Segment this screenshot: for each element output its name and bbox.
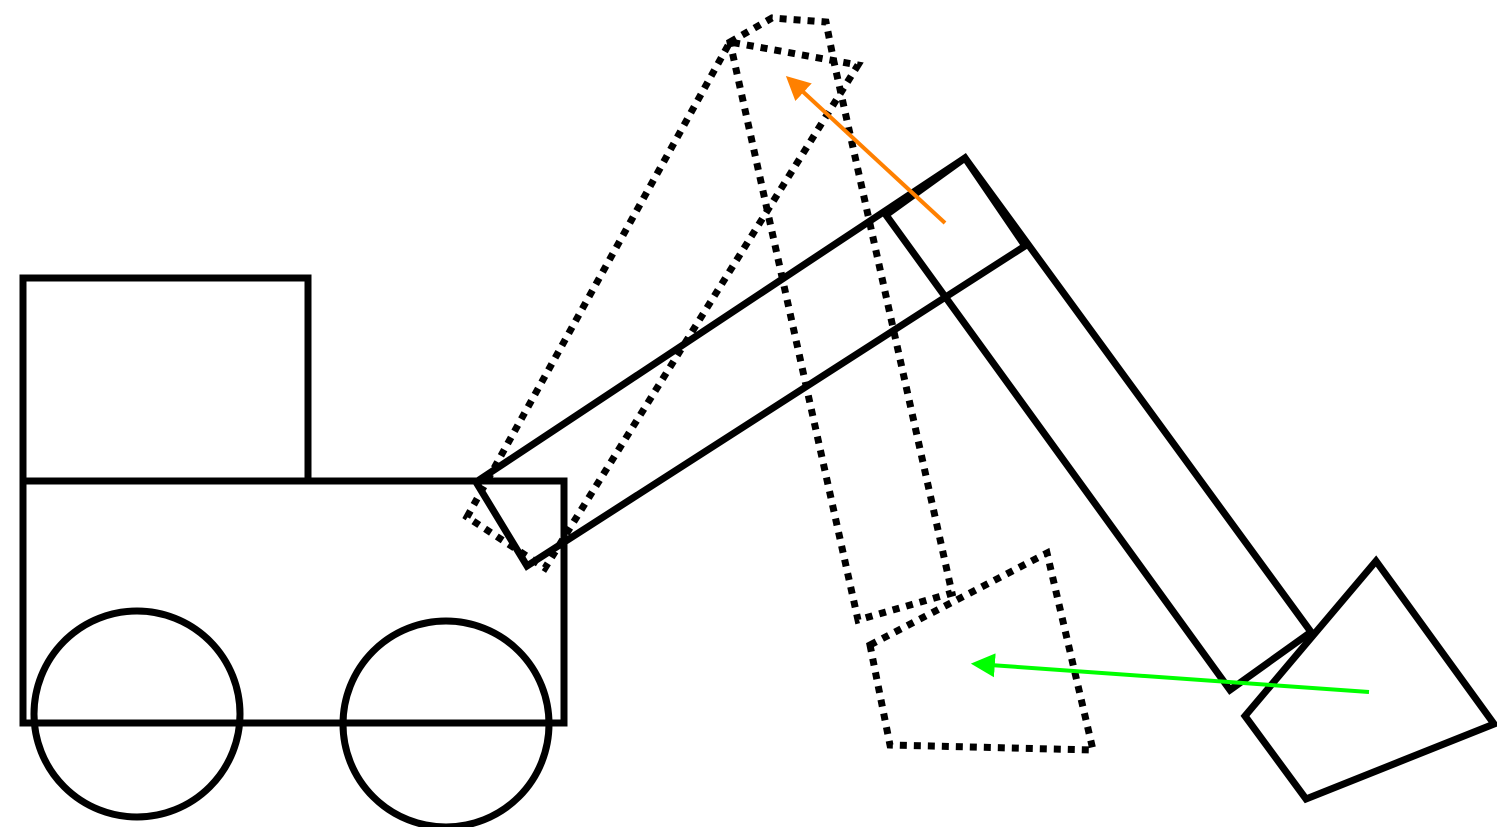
bucket-motion-arrow [970,653,1370,694]
arm-ghost [726,14,957,625]
arm [881,153,1316,695]
bucket-ghost [866,547,1098,754]
motion-arrows [785,75,1370,694]
boom-ghost [462,38,864,573]
ghost-pose [462,14,1098,754]
excavator-body [19,274,568,827]
bucket [1240,555,1497,804]
current-pose [471,153,1497,804]
front-wheel [339,617,553,827]
arm-tip-arrow [785,75,947,225]
rear-wheel [30,607,244,821]
cab [19,274,312,485]
body [19,477,568,727]
